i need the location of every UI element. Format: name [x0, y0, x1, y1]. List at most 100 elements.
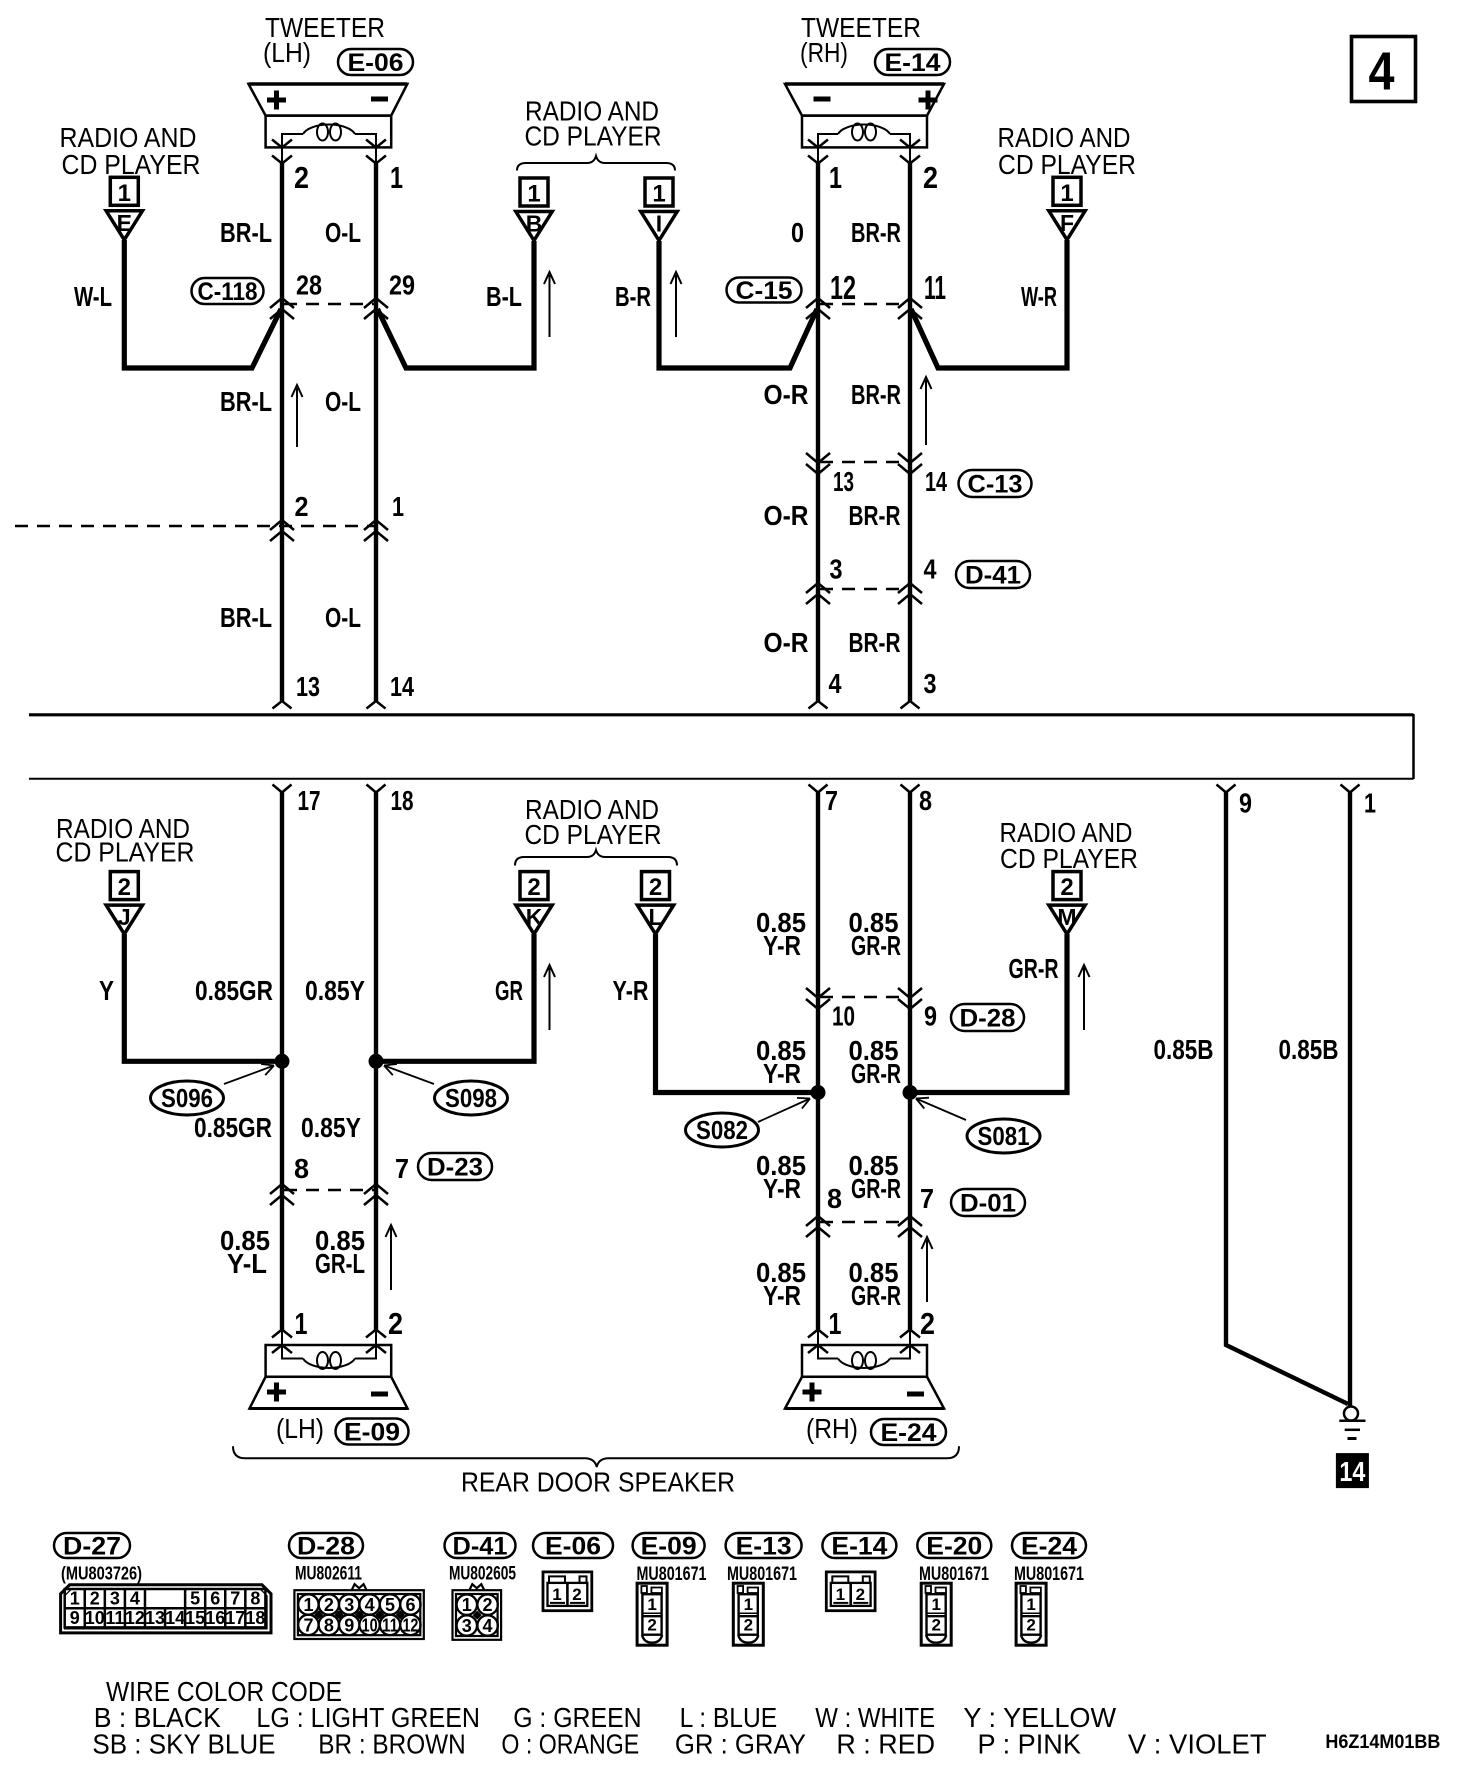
svg-text:CD PLAYER: CD PLAYER — [56, 837, 195, 868]
svg-text:W : WHITE: W : WHITE — [815, 1702, 935, 1733]
svg-text:2: 2 — [647, 1616, 656, 1635]
svg-text:2: 2 — [923, 160, 938, 195]
svg-text:1: 1 — [462, 1595, 472, 1615]
svg-text:GR : GRAY: GR : GRAY — [675, 1729, 806, 1760]
svg-text:(LH): (LH) — [276, 1413, 324, 1444]
svg-text:7: 7 — [230, 1589, 240, 1609]
svg-text:8: 8 — [919, 785, 932, 816]
svg-text:Y-R: Y-R — [763, 1173, 801, 1204]
svg-text:(RH): (RH) — [800, 37, 848, 68]
svg-text:8: 8 — [294, 1153, 309, 1184]
svg-text:11: 11 — [105, 1608, 124, 1628]
svg-text:D-41: D-41 — [453, 1533, 508, 1561]
svg-text:14: 14 — [925, 466, 947, 497]
svg-text:O-L: O-L — [325, 602, 361, 633]
svg-text:RADIO AND: RADIO AND — [998, 122, 1131, 153]
svg-text:GR-R: GR-R — [851, 1173, 901, 1204]
svg-text:0.85: 0.85 — [315, 1225, 365, 1256]
svg-text:B-R: B-R — [615, 281, 651, 312]
svg-text:8: 8 — [250, 1589, 260, 1609]
svg-text:MU801671: MU801671 — [919, 1564, 989, 1585]
svg-text:2: 2 — [118, 874, 131, 901]
svg-text:13: 13 — [296, 671, 320, 702]
svg-text:GR-L: GR-L — [315, 1248, 365, 1279]
svg-text:18: 18 — [391, 785, 414, 816]
svg-text:Y-R: Y-R — [763, 1058, 801, 1089]
svg-text:O : ORANGE: O : ORANGE — [501, 1729, 639, 1760]
svg-text:C-118: C-118 — [198, 278, 258, 306]
svg-text:E-24: E-24 — [1021, 1533, 1077, 1561]
svg-text:1: 1 — [1026, 1595, 1035, 1614]
svg-text:BR-R: BR-R — [851, 217, 901, 248]
svg-text:6: 6 — [405, 1595, 415, 1615]
svg-text:2: 2 — [856, 1585, 865, 1604]
svg-text:E-13: E-13 — [736, 1533, 792, 1561]
svg-text:BR : BROWN: BR : BROWN — [318, 1729, 465, 1760]
svg-text:13: 13 — [833, 466, 854, 497]
svg-text:(RH): (RH) — [806, 1413, 858, 1444]
svg-text:0.85B: 0.85B — [1279, 1034, 1339, 1065]
svg-text:E-06: E-06 — [348, 49, 404, 77]
svg-text:3: 3 — [462, 1616, 472, 1636]
svg-text:E-06: E-06 — [545, 1533, 601, 1561]
svg-text:SB : SKY BLUE: SB : SKY BLUE — [92, 1729, 275, 1760]
svg-text:1: 1 — [392, 491, 404, 522]
svg-text:Y-R: Y-R — [763, 930, 801, 961]
svg-text:E-24: E-24 — [881, 1419, 937, 1447]
svg-text:3: 3 — [110, 1589, 120, 1609]
svg-text:E: E — [117, 210, 132, 236]
svg-text:2: 2 — [388, 1306, 403, 1341]
svg-text:9: 9 — [924, 1001, 937, 1032]
svg-text:1: 1 — [829, 160, 842, 195]
svg-text:O-R: O-R — [764, 379, 809, 410]
svg-text:0.85: 0.85 — [849, 907, 899, 938]
svg-text:4: 4 — [924, 554, 937, 585]
svg-text:10: 10 — [832, 1001, 855, 1032]
svg-text:BR-L: BR-L — [220, 217, 272, 248]
svg-text:9: 9 — [344, 1615, 354, 1635]
svg-text:D-23: D-23 — [427, 1154, 483, 1182]
svg-text:2: 2 — [294, 160, 309, 195]
svg-text:16: 16 — [205, 1608, 225, 1628]
svg-text:0.85Y: 0.85Y — [301, 1112, 361, 1143]
svg-text:10: 10 — [362, 1615, 378, 1635]
svg-text:E-09: E-09 — [344, 1419, 400, 1447]
svg-text:2: 2 — [527, 874, 540, 901]
svg-text:B-L: B-L — [486, 281, 522, 312]
svg-text:CD PLAYER: CD PLAYER — [998, 149, 1136, 180]
svg-text:1: 1 — [652, 181, 665, 208]
svg-text:D-28: D-28 — [297, 1533, 355, 1561]
svg-text:0.85: 0.85 — [849, 1150, 899, 1181]
svg-text:3: 3 — [924, 668, 937, 699]
svg-text:0.85B: 0.85B — [1154, 1034, 1214, 1065]
svg-text:V : VIOLET: V : VIOLET — [1128, 1729, 1267, 1760]
svg-text:2: 2 — [1026, 1616, 1035, 1635]
svg-text:4: 4 — [130, 1589, 140, 1609]
svg-text:17: 17 — [225, 1608, 245, 1628]
svg-text:1: 1 — [836, 1585, 845, 1604]
svg-text:O-R: O-R — [764, 627, 809, 658]
svg-text:1: 1 — [647, 1595, 656, 1614]
svg-text:E-09: E-09 — [641, 1533, 697, 1561]
svg-text:(MU803726): (MU803726) — [61, 1563, 142, 1584]
svg-text:13: 13 — [145, 1608, 165, 1628]
svg-text:7: 7 — [303, 1615, 313, 1635]
svg-text:R : RED: R : RED — [836, 1729, 935, 1760]
svg-text:1: 1 — [931, 1595, 940, 1614]
svg-text:H6Z14M01BB: H6Z14M01BB — [1325, 1731, 1440, 1753]
svg-text:4: 4 — [365, 1595, 375, 1615]
svg-text:17: 17 — [298, 785, 321, 816]
svg-text:CD PLAYER: CD PLAYER — [1000, 843, 1138, 874]
svg-text:CD PLAYER: CD PLAYER — [525, 121, 662, 152]
svg-text:11: 11 — [382, 1615, 398, 1635]
svg-text:TWEETER: TWEETER — [265, 12, 385, 43]
svg-text:K: K — [526, 904, 543, 930]
svg-text:1: 1 — [744, 1595, 753, 1614]
svg-text:F: F — [1060, 210, 1074, 236]
svg-text:1: 1 — [1060, 180, 1073, 207]
svg-text:0.85: 0.85 — [756, 907, 806, 938]
svg-text:7: 7 — [825, 785, 838, 816]
svg-text:BR-L: BR-L — [220, 602, 272, 633]
svg-text:C-13: C-13 — [968, 471, 1023, 499]
svg-text:MU801671: MU801671 — [727, 1564, 797, 1585]
